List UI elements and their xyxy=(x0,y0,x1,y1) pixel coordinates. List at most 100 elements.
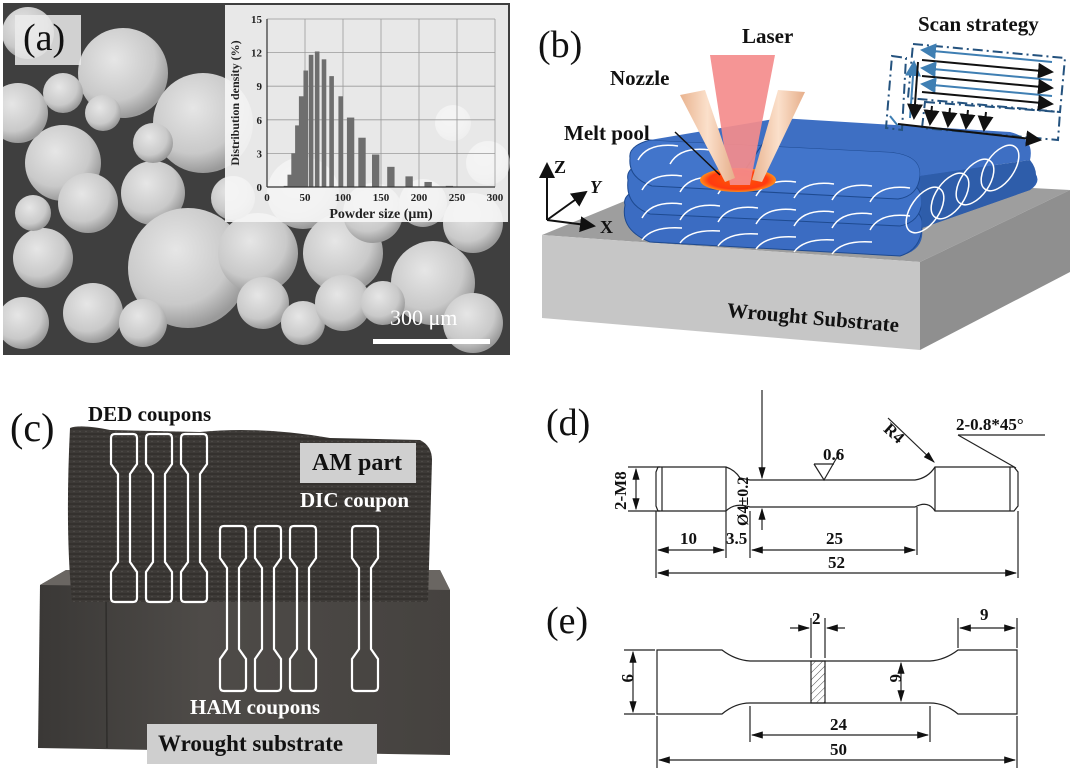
coupon-outlines xyxy=(109,432,380,693)
ded-coupons-label: DED coupons xyxy=(88,402,212,426)
round-specimen-drawing xyxy=(628,390,1045,578)
histogram-bar xyxy=(358,137,366,187)
histogram-bar xyxy=(298,96,304,187)
x-tick-label: 200 xyxy=(411,192,428,204)
wrought-substrate-label-box xyxy=(147,724,377,764)
panel-c-label: (c) xyxy=(10,405,55,450)
laser-label: Laser xyxy=(742,24,794,48)
panel-e-label: (e) xyxy=(546,600,589,642)
histogram-bar xyxy=(308,54,314,188)
dic-coupon-outline xyxy=(350,524,380,693)
y-tick-label: 6 xyxy=(257,115,263,127)
total-length-dimension: 50 xyxy=(830,740,847,759)
powder-particle xyxy=(121,161,185,225)
ham-coupons-label: HAM coupons xyxy=(190,695,321,719)
x-tick-label: 50 xyxy=(300,192,312,204)
powder-particle xyxy=(119,299,167,347)
powder-particle xyxy=(15,195,51,231)
powder-particle xyxy=(128,208,248,328)
scale-bar-label: 300 μm xyxy=(390,305,458,330)
diameter-dimension: Ø4±0.2 xyxy=(735,476,752,526)
roughness-value: 0.6 xyxy=(823,445,845,464)
ham-coupon-outline xyxy=(253,524,283,693)
histogram-bar xyxy=(346,117,355,187)
panel-a-label: (a) xyxy=(23,17,66,59)
histogram-bar xyxy=(295,125,300,187)
scale-bar xyxy=(373,339,490,344)
nozzle-right xyxy=(752,90,805,182)
scan-strategy-label: Scan strategy xyxy=(918,12,1039,36)
slot-width-dimension: 2 xyxy=(812,609,821,628)
total-length-dimension: 52 xyxy=(828,553,845,572)
histogram-bar xyxy=(314,51,320,188)
histogram-bar xyxy=(372,154,380,187)
panel-a-label-box xyxy=(15,15,81,65)
histogram-bar xyxy=(405,176,413,187)
axis-z-label: Z xyxy=(554,157,567,177)
flat-specimen-drawing xyxy=(624,618,1018,768)
histogram-bar xyxy=(291,153,296,187)
am-part-label: AM part xyxy=(312,450,402,476)
y-tick-label: 12 xyxy=(251,48,263,60)
powder-particle xyxy=(58,173,118,233)
powder-particle xyxy=(133,123,173,163)
gauge-width-dimension: 6 xyxy=(886,674,905,683)
y-tick-label: 9 xyxy=(257,81,263,93)
chamfer-dimension: 2-0.8*45° xyxy=(956,415,1024,434)
ham-coupon-outline xyxy=(288,524,318,693)
wrought-substrate-block xyxy=(38,570,450,755)
gauge-length-dimension: 25 xyxy=(826,529,843,548)
scan-strategy-pattern xyxy=(884,42,1067,147)
powder-particle xyxy=(237,277,289,329)
melt-pool-label: Melt pool xyxy=(564,121,650,145)
panel-b-label: (b) xyxy=(538,24,583,66)
powder-particle xyxy=(3,83,48,143)
x-tick-label: 0 xyxy=(264,192,270,204)
thread-dimension: 2-M8 xyxy=(611,471,630,510)
y-tick-label: 15 xyxy=(251,14,263,26)
histogram-bar xyxy=(424,181,432,187)
histogram-bar xyxy=(338,96,344,187)
grip-length-dimension: 9 xyxy=(980,605,989,624)
powder-particle xyxy=(13,228,73,288)
wrought-substrate-label: Wrought substrate xyxy=(158,731,344,756)
transition-dimension: 3.5 xyxy=(726,529,748,548)
x-axis-label: Powder size (μm) xyxy=(329,207,433,222)
gauge-length-dimension: 24 xyxy=(830,715,847,734)
panel-b-ded-schematic: (b) xyxy=(530,0,1080,360)
powder-particle xyxy=(281,301,325,345)
histogram-bar xyxy=(329,76,334,187)
y-tick-label: 0 xyxy=(257,182,263,194)
panel-c-coupon-photo: (c) DED coupons AM part DIC coupon HAM c… xyxy=(0,380,450,775)
powder-particle xyxy=(361,281,405,325)
histogram-bar xyxy=(387,166,395,187)
histogram-bar xyxy=(321,59,327,187)
x-tick-label: 150 xyxy=(373,192,390,204)
panel-e-flat-specimen-drawing: (e) xyxy=(540,590,1080,775)
ded-coupon-outline xyxy=(179,432,209,604)
panel-d-label: (d) xyxy=(546,402,591,444)
axis-y-label: Y xyxy=(590,177,601,197)
axis-x-label: X xyxy=(600,217,613,237)
histogram-bar xyxy=(303,70,309,187)
ham-coupon-outline xyxy=(218,524,248,693)
powder-particle xyxy=(3,297,49,349)
powder-particle xyxy=(63,283,123,343)
melt-pool-leader-line xyxy=(674,131,721,176)
x-tick-label: 250 xyxy=(449,192,466,204)
xyz-axes-icon xyxy=(539,162,596,233)
grip-width-dimension: 9 xyxy=(618,674,637,683)
am-part-label-box xyxy=(300,443,416,483)
x-tick-label: 300 xyxy=(487,192,504,204)
ded-coupon-outline xyxy=(144,432,174,604)
dic-coupon-label: DIC coupon xyxy=(300,488,410,512)
nozzle-left xyxy=(680,90,735,182)
powder-particle xyxy=(218,213,298,293)
grip-length-dimension: 10 xyxy=(680,529,697,548)
powder-particle xyxy=(85,95,121,131)
panel-d-round-specimen-drawing: (d) xyxy=(540,390,1080,580)
x-tick-label: 100 xyxy=(335,192,352,204)
